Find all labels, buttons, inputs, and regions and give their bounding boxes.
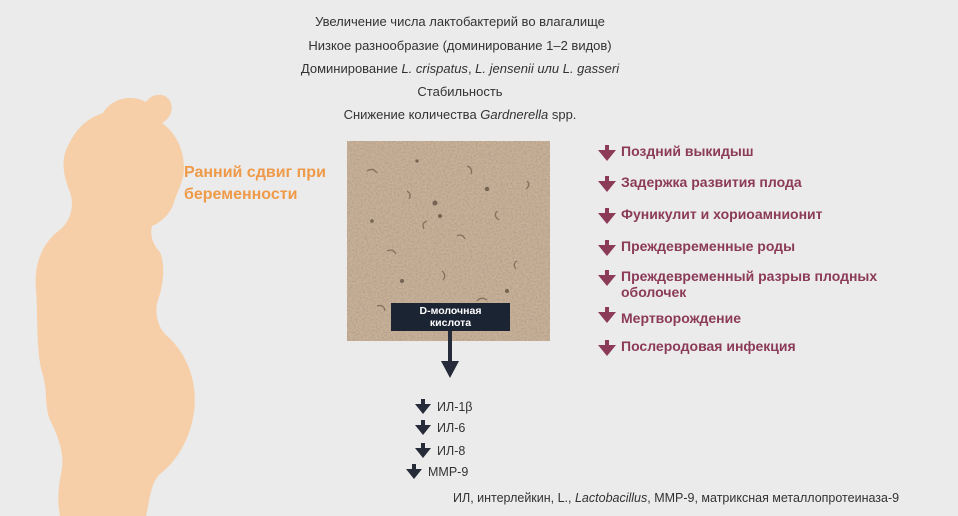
outcome-late-miscarriage: Поздний выкидыш — [598, 143, 754, 161]
cytokine-il1b: ИЛ-1β — [415, 399, 473, 415]
header-line-1: Увеличение числа лактобактерий во влагал… — [315, 14, 605, 29]
down-arrow-icon — [598, 208, 616, 224]
cytokine-il8: ИЛ-8 — [415, 443, 465, 459]
down-arrow-icon — [415, 443, 431, 458]
outcome-funisitis: Фуникулит и хориоамнионит — [598, 206, 823, 224]
microscopy-image — [347, 141, 550, 341]
pregnant-woman-silhouette — [35, 94, 195, 516]
cytokine-label: ИЛ-6 — [437, 421, 466, 435]
cytokine-il6: ИЛ-6 — [415, 420, 465, 436]
outcome-label: Мертворождение — [621, 310, 742, 326]
footnote: ИЛ, интерлейкин, L., Lactobacillus, ММР-… — [453, 491, 900, 505]
down-arrow-icon — [598, 270, 616, 286]
header-line-5: Снижение количества Gardnerella spp. — [343, 107, 577, 122]
outcome-preterm-birth: Преждевременные роды — [598, 238, 795, 256]
header-line-2: Низкое разнообразие (доминирование 1–2 в… — [308, 38, 612, 53]
early-shift-label: Ранний сдвиг при беременности — [184, 164, 326, 203]
header-line-3: Доминирование L. crispatus, L. jensenii … — [300, 61, 620, 76]
cytokine-mmp9: ММР-9 — [406, 464, 468, 480]
cytokine-label: ИЛ-1β — [437, 400, 473, 414]
outcome-stillbirth: Мертворождение — [598, 305, 741, 326]
outcome-postpartum-infection: Послеродовая инфекция — [598, 338, 796, 356]
cytokine-label: ММР-9 — [428, 465, 469, 479]
down-arrow-icon — [406, 464, 422, 479]
header-line-4: Стабильность — [417, 84, 503, 99]
cytokine-label: ИЛ-8 — [437, 444, 466, 458]
down-arrow-icon — [598, 340, 616, 356]
d-lactic-acid-box: D-молочная кислота — [391, 303, 510, 331]
outcome-growth-restriction: Задержка развития плода — [598, 174, 802, 192]
down-arrow-icon — [415, 420, 431, 435]
outcome-label: Преждевременные роды — [621, 238, 796, 254]
main-down-arrow-icon — [441, 331, 459, 378]
down-arrow-icon — [598, 145, 616, 161]
outcome-label: Фуникулит и хориоамнионит — [621, 206, 823, 222]
outcome-label: Поздний выкидыш — [621, 143, 754, 159]
down-arrow-icon — [598, 240, 616, 256]
down-arrow-icon — [598, 307, 616, 323]
down-arrow-icon — [598, 176, 616, 192]
down-arrow-icon — [415, 399, 431, 414]
outcome-label: Задержка развития плода — [621, 174, 802, 190]
outcome-label: Послеродовая инфекция — [621, 338, 796, 354]
